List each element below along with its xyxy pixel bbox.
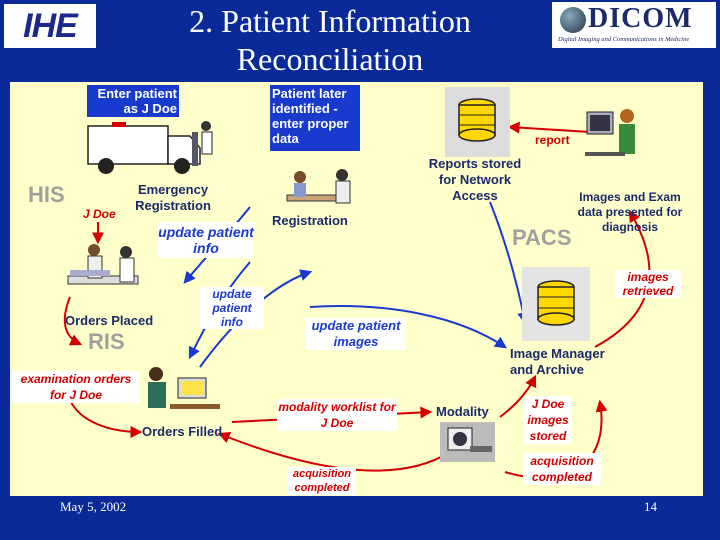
examination-orders-label: examination orders for J Doe <box>12 371 140 403</box>
his-label: HIS <box>28 182 65 207</box>
modality-scanner-illustration <box>440 422 495 462</box>
globe-icon <box>560 7 586 33</box>
update-patient-images-label: update patient images <box>306 318 406 350</box>
report-label: report <box>535 133 570 147</box>
registration-illustration <box>282 167 362 217</box>
orders-filled-label: Orders Filled <box>142 424 223 439</box>
footer-date: May 5, 2002 <box>60 499 127 514</box>
ihe-logo: IHE <box>4 4 96 48</box>
page-number: 14 <box>644 499 657 514</box>
arrow-orders-to-ris <box>63 296 83 346</box>
ris-label: RIS <box>88 329 125 354</box>
orders-placed-label: Orders Placed <box>65 313 154 328</box>
update-patient-info-small: update patient info <box>200 287 264 329</box>
enter-patient-box: Enter patient as J Doe <box>87 85 179 117</box>
arrow-reports-to-im <box>489 201 530 325</box>
doctors-patient-illustration <box>64 242 164 300</box>
archive-server-illustration <box>445 87 510 157</box>
registration-label: Registration <box>272 213 348 228</box>
acquisition-completed-1-label: acquisition completed <box>288 467 356 495</box>
slide-title: 2. Patient Information Reconciliation <box>189 3 471 77</box>
order-clerk-illustration <box>140 364 230 422</box>
arrow-update-images <box>309 305 507 349</box>
arrow-report <box>507 121 591 134</box>
ambulance-illustration <box>82 102 222 180</box>
pacs-label: PACS <box>512 225 572 250</box>
j-doe-his-label: J Doe <box>83 207 116 221</box>
later-identified-box: Patient later identified - enter proper … <box>270 85 360 151</box>
images-retrieved-label: images retrieved <box>615 270 681 298</box>
reports-stored-label: Reports stored for Network Access <box>428 156 522 203</box>
arrow-ris-to-orders-filled <box>69 399 143 438</box>
modality-label: Modality <box>436 404 489 419</box>
image-manager-illustration <box>522 267 590 341</box>
j-doe-images-stored-label: J Doe images stored <box>524 396 572 444</box>
acquisition-completed-2-label: acquisition completed <box>523 453 601 485</box>
arrow-acq-completed-1 <box>217 431 451 472</box>
emergency-registration-label: Emergency Registration <box>135 182 211 213</box>
update-patient-info-large: update patient info <box>158 222 254 258</box>
arrow-modality-to-im <box>499 374 537 418</box>
images-presented-label: Images and Exam data presented for diagn… <box>577 190 683 234</box>
modality-worklist-label: modality worklist for J Doe <box>277 399 397 431</box>
image-manager-label: Image Manager and Archive <box>510 346 605 377</box>
diagram-panel: Enter patient as J Doe Patient later ide… <box>10 82 703 496</box>
dicom-logo: DICOM Digital Imaging and Communications… <box>552 2 716 48</box>
radiologist-workstation-illustration <box>585 102 645 174</box>
